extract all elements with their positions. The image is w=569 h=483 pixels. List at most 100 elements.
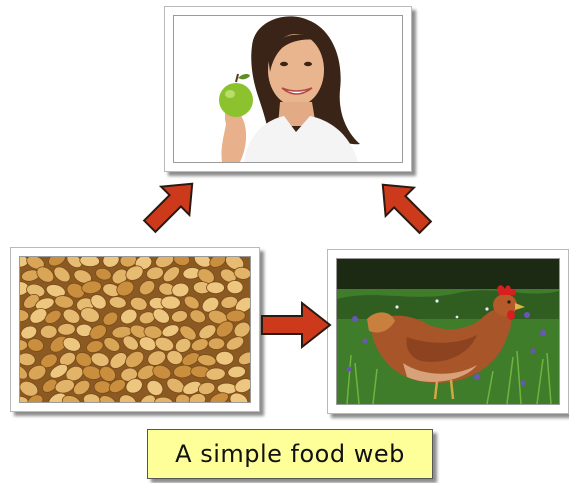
- wheat-grain: [42, 378, 58, 393]
- caption-text: A simple food web: [175, 440, 405, 468]
- wheat-grain: [162, 266, 181, 283]
- wheat-grain: [171, 282, 190, 298]
- wheat-grain: [219, 268, 237, 283]
- wheat-grain: [179, 325, 197, 341]
- wheat-grain: [139, 394, 156, 402]
- wheat-grain: [27, 338, 44, 352]
- wheat-grain: [80, 307, 100, 323]
- wheat-grain: [35, 297, 55, 311]
- wheat-grain: [197, 381, 216, 396]
- wheat-grain: [61, 395, 82, 402]
- wheat-grain: [122, 335, 139, 351]
- wheat-grain: [183, 295, 200, 310]
- wheat-grain: [20, 395, 30, 402]
- wheat-grain: [215, 350, 234, 366]
- wheat-grain: [220, 295, 239, 309]
- wheat-grain: [175, 393, 192, 402]
- wheat-grain: [86, 340, 104, 354]
- wheat-grain: [160, 295, 181, 310]
- wheat-grain: [154, 396, 174, 402]
- wheat-grain: [90, 294, 107, 310]
- wheat-grain: [188, 393, 207, 402]
- wheat-grain: [45, 284, 66, 298]
- wheat-grain: [48, 392, 67, 402]
- wheat-grain: [54, 295, 74, 309]
- wheat-grains-photo: [19, 256, 251, 403]
- wheat-grain: [102, 311, 119, 326]
- wheat-grain: [152, 308, 170, 324]
- caption-box: A simple food web: [147, 429, 433, 479]
- wheat-grain: [198, 324, 217, 340]
- wheat-grain: [155, 257, 175, 268]
- wheat-photo-frame: [10, 247, 260, 412]
- wheat-grain: [197, 354, 217, 367]
- wheat-grain: [154, 336, 175, 352]
- wheat-grain: [146, 379, 164, 396]
- wheat-grain: [36, 266, 55, 283]
- wheat-grain: [118, 394, 137, 402]
- wheat-grain: [138, 336, 157, 352]
- arrow-wheat-to-person: [142, 182, 194, 234]
- wheat-grain: [20, 325, 38, 340]
- wheat-grain: [206, 281, 225, 295]
- wheat-grain: [40, 353, 58, 369]
- arrow-hen-to-person: [381, 183, 433, 235]
- wheat-grain: [139, 280, 156, 296]
- wheat-grain: [226, 280, 244, 295]
- wheat-grain: [95, 267, 112, 281]
- wheat-grain: [215, 320, 234, 338]
- person-photo-frame: [164, 6, 412, 172]
- hen-in-grass-photo: [336, 258, 560, 405]
- wheat-grain: [116, 280, 135, 297]
- wheat-grain: [173, 257, 191, 266]
- wheat-grain: [48, 257, 66, 267]
- wheat-grain: [53, 266, 71, 283]
- wheat-grain: [125, 265, 144, 281]
- wheat-grain: [20, 364, 28, 380]
- wheat-grain: [229, 392, 249, 402]
- wheat-grain: [20, 352, 36, 367]
- wheat-grain: [234, 378, 250, 394]
- wheat-grain: [20, 380, 39, 397]
- wheat-grain: [238, 351, 250, 366]
- wheat-grain: [20, 309, 30, 323]
- wheat-grain: [102, 257, 120, 268]
- wheat-grain: [174, 337, 192, 353]
- wheat-grain: [79, 257, 100, 268]
- wheat-grain: [125, 378, 143, 394]
- wheat-grain: [66, 282, 85, 299]
- wheat-grain: [129, 296, 148, 311]
- wheat-grain: [120, 308, 138, 325]
- wheat-grain: [209, 392, 229, 402]
- wheat-grain: [27, 394, 44, 402]
- wheat-grain: [152, 364, 172, 380]
- wheat-grain: [109, 352, 128, 369]
- wheat-grain: [189, 309, 206, 324]
- wheat-grain: [89, 324, 107, 340]
- wheat-grain: [108, 296, 127, 309]
- wheat-grain: [225, 257, 245, 271]
- wheat-grain: [57, 322, 76, 336]
- wheat-grain: [205, 367, 226, 381]
- wheat-grain: [59, 351, 76, 367]
- wheat-grain: [209, 257, 227, 268]
- wheat-grain: [181, 352, 200, 367]
- wheat-grain: [73, 379, 91, 396]
- wheat-grain: [49, 363, 69, 379]
- wheat-grain: [90, 352, 110, 367]
- wheat-grain: [225, 309, 246, 323]
- wheat-grain: [66, 257, 83, 269]
- wheat-grain: [99, 365, 117, 382]
- wheat-grain: [171, 310, 188, 323]
- wheat-grain: [225, 336, 245, 351]
- wheat-grain: [39, 324, 58, 339]
- wheat-grain: [233, 321, 250, 338]
- hen-photo-frame: [327, 249, 569, 414]
- wheat-grain: [227, 365, 246, 379]
- wheat-grain: [27, 364, 47, 381]
- wheat-grain: [44, 309, 62, 324]
- wheat-grain: [81, 280, 102, 295]
- wheat-grain: [73, 269, 92, 284]
- wheat-grain: [119, 257, 137, 268]
- wheat-grain: [99, 395, 117, 402]
